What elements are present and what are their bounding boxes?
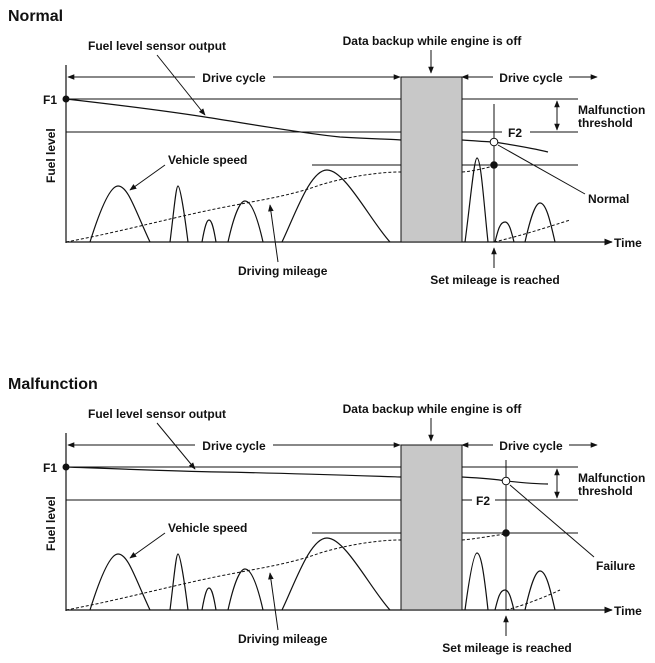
vehicle-speed-curve [89, 157, 556, 243]
vehicle-speed-arrow [129, 532, 166, 559]
set-mileage-label: Set mileage is reached [430, 273, 559, 287]
sensor-output-label: Fuel level sensor output [88, 39, 226, 53]
sensor-output-arrow [156, 422, 196, 470]
label-bg [195, 437, 273, 453]
data-backup-label: Data backup while engine is off [343, 34, 523, 48]
time-label: Time [614, 236, 642, 250]
threshold-label-1: Malfunction [578, 103, 645, 117]
driving-mileage-arrow [268, 572, 279, 631]
f1-label: F1 [43, 93, 57, 107]
panel-normal: Normal Time Fuel level Drive cycle Drive… [8, 8, 645, 287]
f2-label: F2 [508, 126, 522, 140]
driving-mileage-label: Driving mileage [238, 264, 328, 278]
status-callout-line [497, 144, 586, 195]
f1-label: F1 [43, 461, 57, 475]
vehicle-speed-label: Vehicle speed [168, 521, 247, 535]
panel-malfunction: Malfunction Time Fuel level Drive cycle … [8, 376, 645, 655]
drive-cycle-label-right: Drive cycle [499, 439, 563, 453]
vehicle-speed-curve [89, 537, 556, 611]
status-label: Normal [588, 192, 629, 206]
data-backup-block [400, 76, 463, 243]
y-axis-label: Fuel level [44, 128, 58, 183]
data-backup-label: Data backup while engine is off [343, 402, 523, 416]
sensor-output-arrow [156, 54, 206, 116]
threshold-label-1: Malfunction [578, 471, 645, 485]
f2-judgment-point [489, 137, 499, 147]
f2-judgment-point [501, 476, 511, 486]
time-label: Time [614, 604, 642, 618]
data-backup-block [400, 444, 463, 611]
driving-mileage-label: Driving mileage [238, 632, 328, 646]
f2-label: F2 [476, 494, 490, 508]
set-mileage-label: Set mileage is reached [442, 641, 571, 655]
threshold-label-2: threshold [578, 484, 633, 498]
panel-title: Normal [8, 8, 63, 25]
set-mileage-point [490, 161, 498, 169]
panel-title: Malfunction [8, 376, 98, 393]
vehicle-speed-arrow [129, 164, 166, 191]
label-bg [195, 69, 273, 85]
driving-mileage-arrow [268, 204, 279, 263]
status-label: Failure [596, 559, 636, 573]
threshold-label-2: threshold [578, 116, 633, 130]
set-mileage-point [502, 529, 510, 537]
driving-mileage-curve [65, 533, 561, 611]
fuel-level-curve [65, 466, 549, 485]
sensor-output-label: Fuel level sensor output [88, 407, 226, 421]
status-callout-line [509, 484, 595, 558]
y-axis-label: Fuel level [44, 496, 58, 551]
label-bg [493, 437, 569, 453]
label-bg [493, 69, 569, 85]
drive-cycle-label-left: Drive cycle [202, 71, 266, 85]
drive-cycle-label-left: Drive cycle [202, 439, 266, 453]
drive-cycle-label-right: Drive cycle [499, 71, 563, 85]
vehicle-speed-label: Vehicle speed [168, 153, 247, 167]
fuel-level-curve [65, 98, 549, 153]
